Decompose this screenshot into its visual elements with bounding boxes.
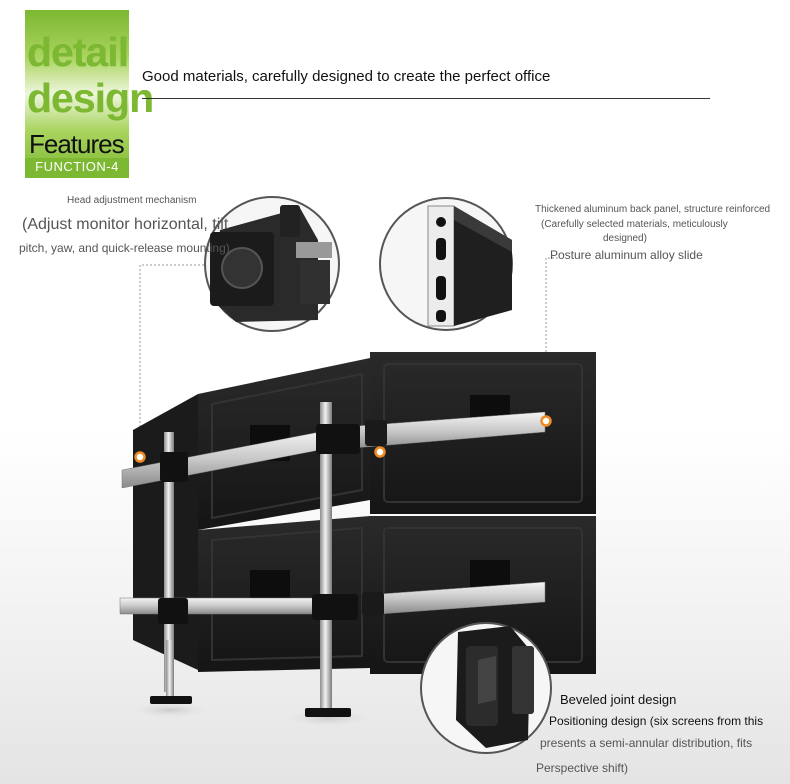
detail-circle-beveled-joint — [420, 622, 552, 754]
bottom-crossbar — [119, 581, 546, 624]
beveled-joint-title: Beveled joint design — [560, 692, 677, 707]
badge-detail-text: detail — [27, 29, 129, 75]
badge-function-label: FUNCTION-4 — [25, 158, 129, 176]
monitor-array — [133, 352, 596, 674]
support-poles — [130, 402, 372, 727]
head-mechanism-desc-line2: pitch, yaw, and quick-release mounting) — [19, 241, 230, 255]
beveled-joint-desc-line1: Positioning design (six screens from thi… — [549, 714, 764, 728]
badge-design-text: design — [27, 75, 154, 121]
callout-markers — [134, 415, 552, 463]
detail-circle-head-mechanism — [204, 196, 340, 332]
detail-circle-aluminum-slide — [379, 197, 513, 331]
back-panel-sub-line1: (Carefully selected materials, meticulou… — [541, 219, 728, 230]
head-mechanism-title: Head adjustment mechanism — [67, 195, 197, 206]
head-mechanism-desc-line1: (Adjust monitor horizontal, tilt — [22, 216, 229, 233]
detail-design-badge: detail design Features FUNCTION-4 — [25, 10, 154, 178]
aluminum-slide-desc: Posture aluminum alloy slide — [550, 248, 703, 262]
beveled-joint-desc-line3: Perspective shift) — [536, 761, 629, 775]
beveled-joint-desc-line2: presents a semi-annular distribution, fi… — [540, 736, 753, 750]
back-panel-title: Thickened aluminum back panel, structure… — [535, 204, 771, 215]
page-headline: Good materials, carefully designed to cr… — [142, 68, 551, 85]
back-panel-sub-line2: designed) — [603, 233, 647, 244]
top-crossbar — [121, 411, 546, 489]
badge-features-text: Features — [29, 129, 125, 159]
headline-divider — [142, 98, 710, 99]
